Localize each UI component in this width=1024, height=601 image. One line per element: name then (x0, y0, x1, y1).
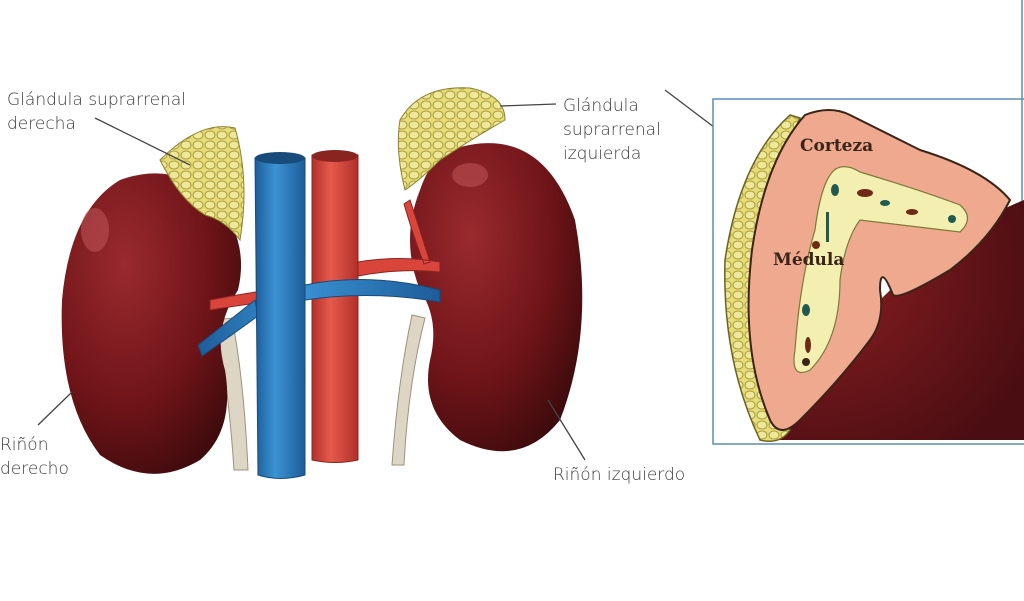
label-cortex: Corteza (800, 136, 874, 156)
label-right-kidney: Riñón derecho (0, 435, 69, 479)
label-left-adrenal: Glándula suprarrenal izquierda (563, 96, 661, 164)
leader-left-kidney (547, 399, 586, 461)
inset-vessels (802, 184, 956, 366)
leader-right-adrenal (94, 117, 191, 166)
label-right-adrenal: Glándula suprarrenal derecha (7, 90, 187, 134)
inset-medulla (793, 166, 969, 374)
left-adrenal-gland (397, 87, 506, 191)
leader-left-adrenal (499, 103, 557, 107)
left-ureter (391, 314, 426, 466)
leader-right-kidney (37, 391, 73, 426)
renal-veins (197, 279, 441, 357)
left-kidney (410, 143, 583, 452)
right-adrenal-gland (159, 126, 245, 242)
right-kidney (61, 173, 242, 474)
label-left-kidney: Riñón izquierdo (553, 465, 686, 485)
label-medulla: Médula (773, 250, 845, 270)
aorta (311, 151, 359, 463)
inferior-vena-cava (254, 153, 306, 479)
